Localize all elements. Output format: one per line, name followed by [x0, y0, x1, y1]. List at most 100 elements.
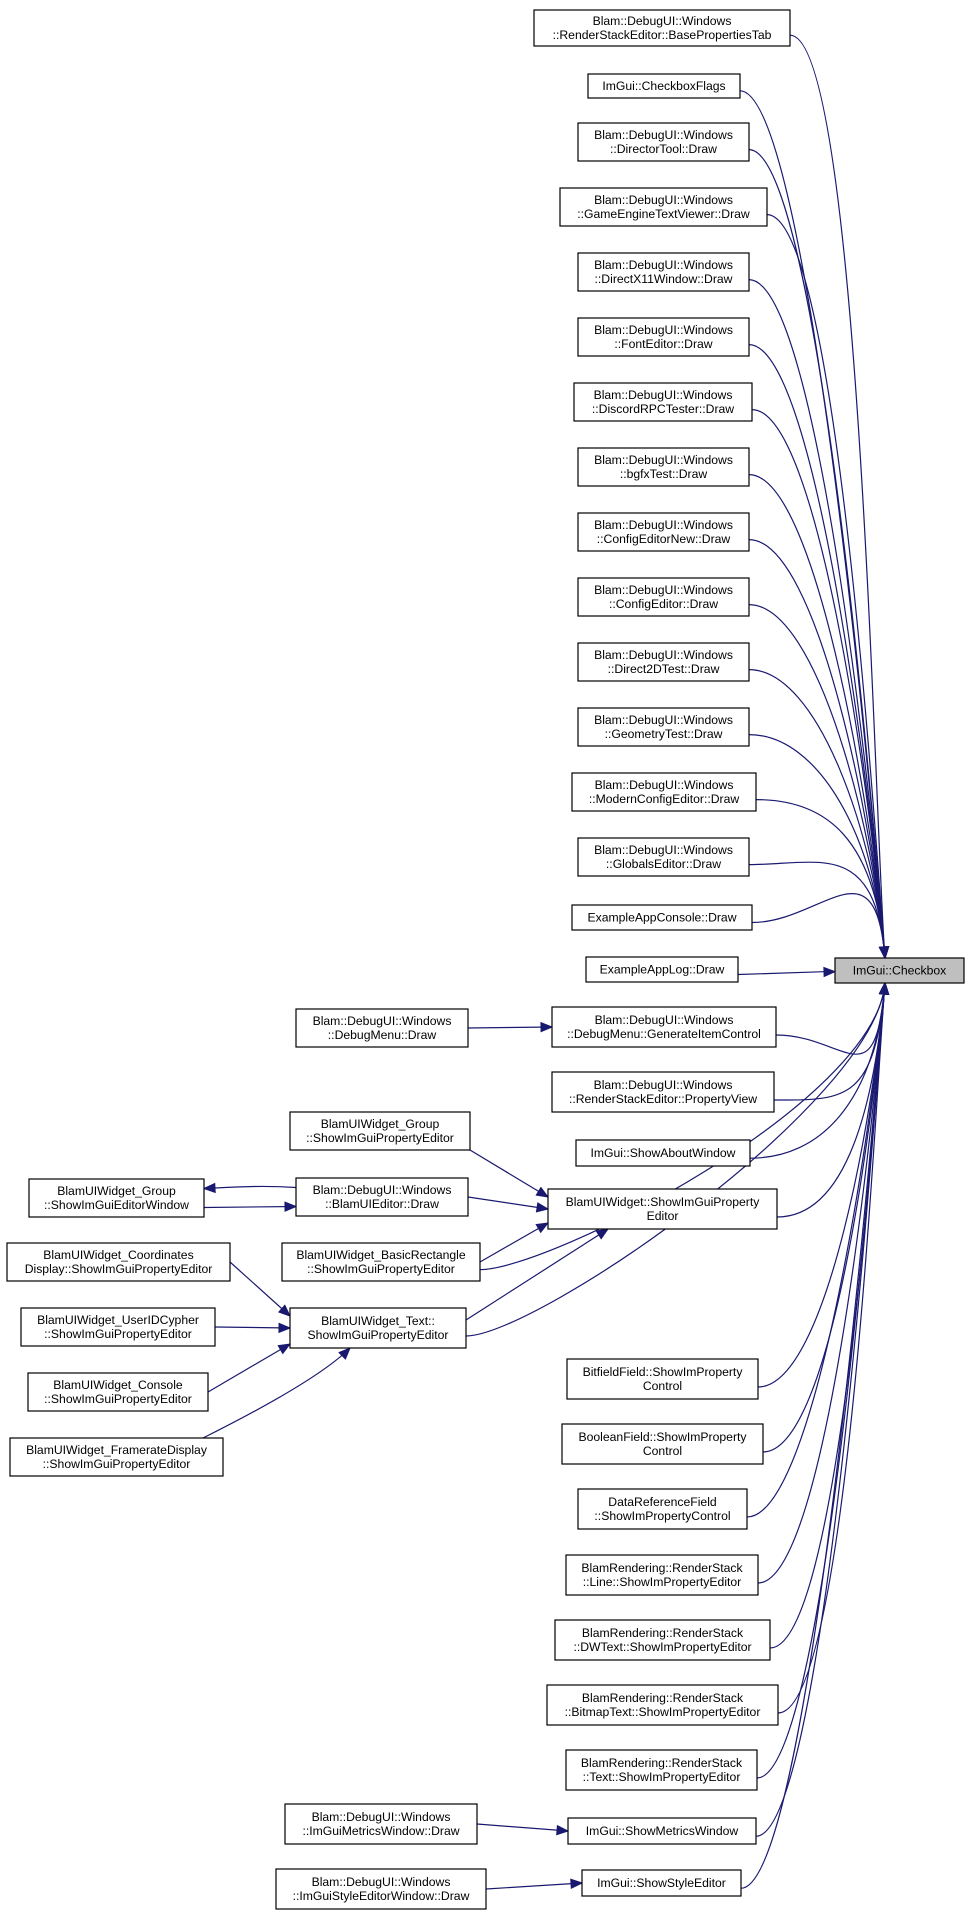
- node-label-line: Blam::DebugUI::Windows: [594, 388, 733, 402]
- node-label-line: BooleanField::ShowImProperty: [578, 1430, 747, 1444]
- node-label-line: BlamUIWidget_Text::: [321, 1314, 435, 1328]
- caller-node[interactable]: BlamUIWidget_Text::ShowImGuiPropertyEdit…: [289, 1307, 467, 1349]
- caller-node[interactable]: Blam::DebugUI::Windows::BlamUIEditor::Dr…: [295, 1177, 469, 1217]
- caller-node[interactable]: Blam::DebugUI::Windows::DirectorTool::Dr…: [577, 122, 750, 162]
- node-label-line: Control: [643, 1444, 682, 1458]
- node-label-line: DataReferenceField: [608, 1495, 716, 1509]
- node-box: [561, 1423, 764, 1465]
- caller-node[interactable]: BlamRendering::RenderStack::Text::ShowIm…: [565, 1749, 758, 1791]
- node-label-line: Blam::DebugUI::Windows: [312, 1875, 451, 1889]
- node-label-line: ExampleAppLog::Draw: [600, 963, 725, 977]
- caller-node[interactable]: Blam::DebugUI::Windows::Direct2DTest::Dr…: [577, 642, 750, 682]
- node-box: [573, 382, 753, 422]
- node-label-line: BitfieldField::ShowImProperty: [583, 1365, 744, 1379]
- caller-node[interactable]: BlamUIWidget_CoordinatesDisplay::ShowImG…: [6, 1242, 231, 1282]
- node-label-line: BlamRendering::RenderStack: [581, 1561, 743, 1575]
- call-edge: [766, 214, 886, 959]
- caller-node[interactable]: ImGui::ShowMetricsWindow: [567, 1817, 757, 1845]
- arrowhead: [202, 1182, 216, 1194]
- node-label-line: Blam::DebugUI::Windows: [595, 778, 734, 792]
- node-label-line: ExampleAppConsole::Draw: [587, 911, 736, 925]
- arrowhead: [535, 1202, 550, 1213]
- node-box: [577, 317, 750, 357]
- caller-node[interactable]: Blam::DebugUI::Windows::GeometryTest::Dr…: [577, 707, 750, 747]
- node-label-line: Control: [643, 1379, 682, 1393]
- node-label-line: ::ImGuiStyleEditorWindow::Draw: [293, 1889, 470, 1903]
- node-label-line: ::BitmapText::ShowImPropertyEditor: [565, 1705, 761, 1719]
- caller-node[interactable]: Blam::DebugUI::Windows::RenderStackEdito…: [551, 1071, 775, 1113]
- caller-node[interactable]: DataReferenceField::ShowImPropertyContro…: [577, 1488, 748, 1530]
- node-label-line: ::ShowImGuiPropertyEditor: [43, 1457, 191, 1471]
- caller-node[interactable]: Blam::DebugUI::Windows::GameEngineTextVi…: [559, 187, 768, 227]
- call-edge: [485, 1882, 583, 1890]
- call-edge: [202, 1347, 351, 1439]
- call-edge: [465, 1228, 609, 1321]
- caller-node[interactable]: Blam::DebugUI::Windows::DebugMenu::Gener…: [551, 1006, 777, 1048]
- node-box: [6, 1242, 231, 1282]
- node-label-line: ::ShowImGuiPropertyEditor: [44, 1392, 192, 1406]
- node-label-line: ::Line::ShowImPropertyEditor: [583, 1575, 742, 1589]
- caller-node[interactable]: BlamUIWidget_FramerateDisplay::ShowImGui…: [9, 1437, 224, 1477]
- node-label-line: ::Direct2DTest::Draw: [608, 662, 720, 676]
- node-label-line: BlamUIWidget_BasicRectangle: [296, 1248, 466, 1262]
- caller-node[interactable]: BlamUIWidget_UserIDCypher::ShowImGuiProp…: [20, 1307, 216, 1347]
- caller-node[interactable]: Blam::DebugUI::Windows::ConfigEditor::Dr…: [577, 577, 750, 617]
- node-box: [575, 1139, 751, 1167]
- node-box: [565, 1749, 758, 1791]
- caller-node[interactable]: Blam::DebugUI::Windows::FontEditor::Draw: [577, 317, 750, 357]
- call-edge: [746, 982, 886, 1518]
- caller-node[interactable]: Blam::DebugUI::Windows::DirectX11Window:…: [577, 252, 750, 292]
- caller-node[interactable]: ImGui::CheckboxFlags: [587, 73, 741, 99]
- caller-node[interactable]: Blam::DebugUI::Windows::ImGuiStyleEditor…: [275, 1868, 487, 1910]
- caller-node[interactable]: BlamUIWidget_BasicRectangle::ShowImGuiPr…: [281, 1242, 481, 1282]
- node-label-line: ::ImGuiMetricsWindow::Draw: [302, 1824, 459, 1838]
- node-label-line: ::ShowImPropertyControl: [594, 1509, 730, 1523]
- caller-node[interactable]: Blam::DebugUI::Windows::ImGuiMetricsWind…: [284, 1803, 478, 1845]
- arrowhead: [535, 1186, 550, 1198]
- arrowhead: [556, 1824, 570, 1836]
- node-box: [587, 73, 741, 99]
- caller-node[interactable]: BitfieldField::ShowImPropertyControl: [566, 1358, 759, 1400]
- caller-node[interactable]: Blam::DebugUI::Windows::GlobalsEditor::D…: [577, 837, 750, 877]
- caller-node[interactable]: Blam::DebugUI::Windows::ConfigEditorNew:…: [577, 512, 750, 552]
- node-label-line: ImGui::ShowAboutWindow: [591, 1146, 736, 1160]
- call-edges: [202, 34, 890, 1890]
- node-box: [551, 1006, 777, 1048]
- node-label-line: Blam::DebugUI::Windows: [594, 128, 733, 142]
- caller-node[interactable]: ExampleAppConsole::Draw: [571, 904, 753, 931]
- caller-node[interactable]: BlamUIWidget_Console::ShowImGuiPropertyE…: [27, 1372, 209, 1412]
- node-box: [559, 187, 768, 227]
- node-box: [275, 1868, 487, 1910]
- node-label-line: Blam::DebugUI::Windows: [594, 258, 733, 272]
- caller-node[interactable]: Blam::DebugUI::Windows::bgfxTest::Draw: [577, 447, 750, 487]
- node-label-line: Blam::DebugUI::Windows: [312, 1810, 451, 1824]
- caller-node[interactable]: BlamUIWidget_Group::ShowImGuiPropertyEdi…: [289, 1111, 471, 1151]
- node-label-line: ::Text::ShowImPropertyEditor: [583, 1770, 741, 1784]
- node-box: [554, 1619, 771, 1661]
- call-nodes: ImGui::CheckboxBlam::DebugUI::Windows::R…: [6, 9, 965, 1910]
- target-node-checkbox[interactable]: ImGui::Checkbox: [834, 957, 965, 984]
- call-edge: [748, 344, 886, 959]
- node-box: [20, 1307, 216, 1347]
- node-label-line: Blam::DebugUI::Windows: [594, 193, 733, 207]
- caller-node[interactable]: BlamUIWidget_Group::ShowImGuiEditorWindo…: [28, 1178, 205, 1218]
- caller-node[interactable]: BlamUIWidget::ShowImGuiPropertyEditor: [547, 1188, 778, 1230]
- caller-node[interactable]: BooleanField::ShowImPropertyControl: [561, 1423, 764, 1465]
- node-box: [28, 1178, 205, 1218]
- caller-node[interactable]: Blam::DebugUI::Windows::RenderStackEdito…: [533, 9, 791, 47]
- arrowhead: [878, 946, 890, 960]
- node-box: [581, 1869, 742, 1897]
- caller-node[interactable]: BlamRendering::RenderStack::Line::ShowIm…: [565, 1554, 759, 1596]
- caller-node[interactable]: Blam::DebugUI::Windows::DiscordRPCTester…: [573, 382, 753, 422]
- caller-node[interactable]: BlamRendering::RenderStack::BitmapText::…: [546, 1684, 779, 1726]
- caller-node[interactable]: ExampleAppLog::Draw: [585, 956, 739, 983]
- node-box: [571, 904, 753, 931]
- caller-node[interactable]: Blam::DebugUI::Windows::ModernConfigEdit…: [571, 772, 757, 812]
- call-edge: [751, 893, 886, 959]
- caller-node[interactable]: BlamRendering::RenderStack::DWText::Show…: [554, 1619, 771, 1661]
- caller-node[interactable]: ImGui::ShowStyleEditor: [581, 1869, 742, 1897]
- caller-node[interactable]: Blam::DebugUI::Windows::DebugMenu::Draw: [295, 1008, 469, 1048]
- caller-node[interactable]: ImGui::ShowAboutWindow: [575, 1139, 751, 1167]
- call-edge: [203, 1185, 297, 1190]
- node-box: [295, 1177, 469, 1217]
